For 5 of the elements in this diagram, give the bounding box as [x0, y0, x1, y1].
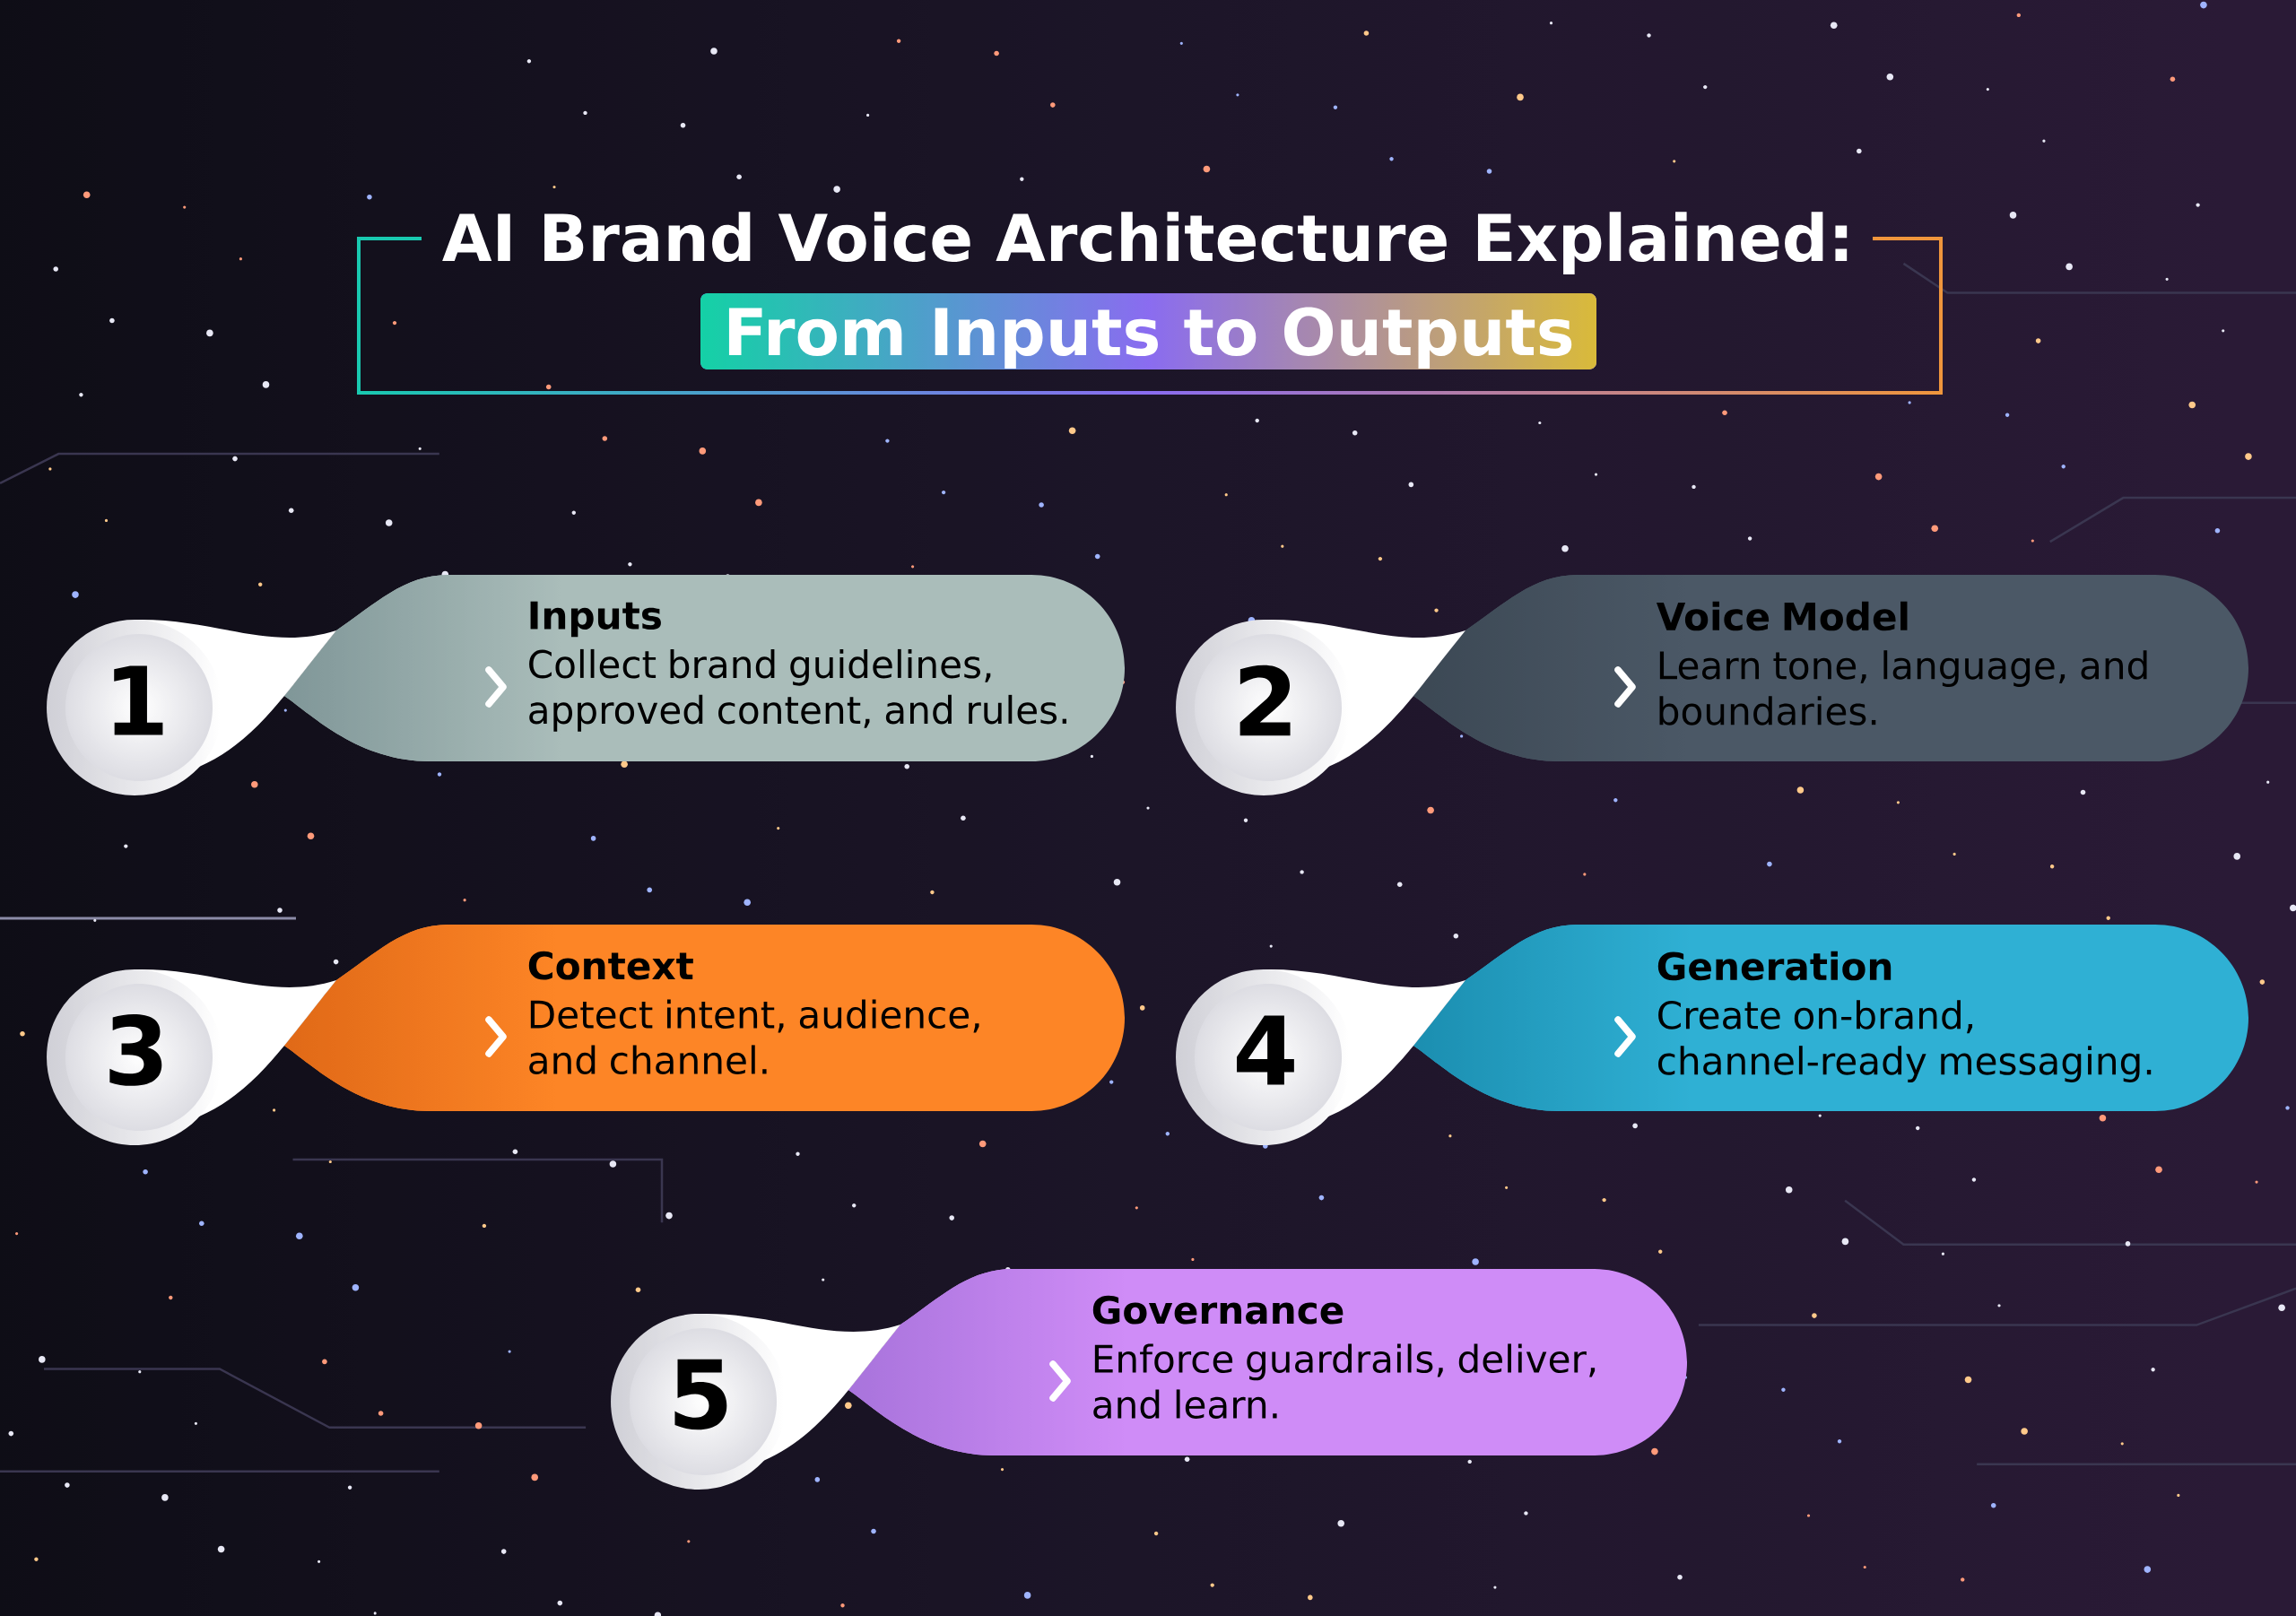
- step-box: Generation Create on-brand, channel-ready messaging.: [1413, 925, 2248, 1111]
- step-box: Context Detect intent, audience, and channel.: [284, 925, 1125, 1111]
- title: AI Brand Voice Architecture Explained:: [442, 212, 1848, 274]
- step-box: Governance Enforce guardrails, deliver, and learn.: [848, 1269, 1687, 1455]
- subtitle: From Inputs to Outputs: [700, 293, 1596, 369]
